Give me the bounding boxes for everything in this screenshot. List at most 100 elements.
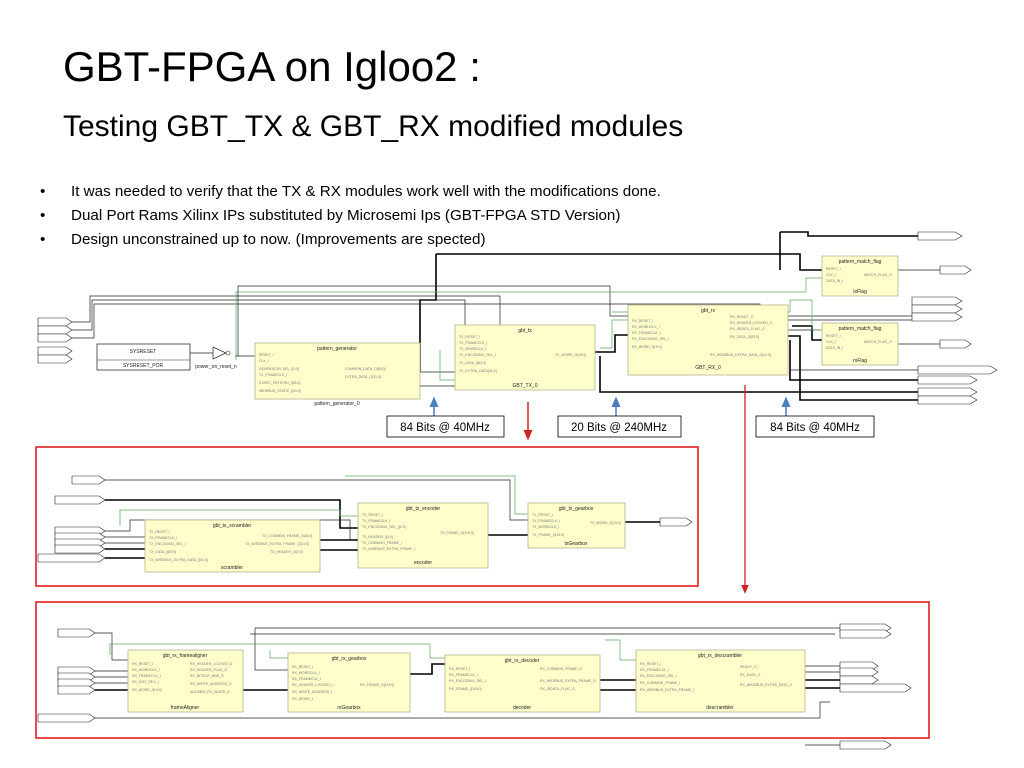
svg-text:TX_RESET_I: TX_RESET_I bbox=[459, 335, 480, 339]
sysreset-instance: SYSRESET_POR bbox=[123, 363, 164, 369]
svg-text:RX_ENCODING_SEL_I: RX_ENCODING_SEL_I bbox=[632, 337, 669, 341]
svg-text:TX_ENCODING_SEL_I[1:0]: TX_ENCODING_SEL_I[1:0] bbox=[362, 525, 406, 529]
svg-text:EXTRA_DATA_O[31:0]: EXTRA_DATA_O[31:0] bbox=[345, 375, 381, 379]
svg-text:RX_COMMON_FRAME_O: RX_COMMON_FRAME_O bbox=[540, 667, 582, 671]
tx-scrambler-block[interactable]: gbt_tx_scrambler scrambler TX_RESET_ITX_… bbox=[144, 519, 321, 573]
rate-label-middle: 20 Bits @ 240MHz bbox=[557, 415, 682, 438]
svg-text:RX_WORDCLK_I: RX_WORDCLK_I bbox=[292, 671, 320, 675]
rx-gearbox-block[interactable]: gbt_rx_gearbox rxGearbox RX_RESET_I RX_WO… bbox=[287, 652, 411, 713]
rx-descrambler-instance: descrambler bbox=[706, 705, 734, 711]
svg-text:RX_WIDEBUS_EXTRA_FRAME_O: RX_WIDEBUS_EXTRA_FRAME_O bbox=[540, 679, 596, 683]
svg-text:CLK_I: CLK_I bbox=[826, 273, 836, 277]
svg-text:RX_ISDATA_FLAG_O: RX_ISDATA_FLAG_O bbox=[540, 687, 575, 691]
svg-text:TX_WORDCLK_I: TX_WORDCLK_I bbox=[532, 525, 559, 529]
gbt-tx-title: gbt_tx bbox=[518, 328, 532, 334]
svg-text:TX_COMMON_FRAME_O[83:0]: TX_COMMON_FRAME_O[83:0] bbox=[262, 534, 312, 538]
rx-flag-block[interactable]: pattern_match_flag rxFlag RESET_ICLK_IDA… bbox=[821, 322, 899, 366]
svg-text:DATA_IN_I: DATA_IN_I bbox=[826, 346, 843, 350]
rx-framealigner-title: gbt_rx_framealigner bbox=[163, 653, 208, 659]
rx-decoder-title: gbt_rx_decoder bbox=[505, 658, 540, 664]
svg-text:RX_WRITE_ADDRESS_O: RX_WRITE_ADDRESS_O bbox=[190, 682, 232, 686]
tx-flag-block[interactable]: pattern_match_flag txFlag RESET_ICLK_IDA… bbox=[821, 255, 899, 297]
svg-text:RX_RESET_I: RX_RESET_I bbox=[640, 662, 661, 666]
input-ports bbox=[37, 317, 73, 364]
svg-text:RX_FRAMECLK_I: RX_FRAMECLK_I bbox=[132, 674, 161, 678]
rx-framealigner-block[interactable]: gbt_rx_framealigner frameAligner RX_RESE… bbox=[127, 649, 244, 713]
svg-text:RX_WORD_I[19:0]: RX_WORD_I[19:0] bbox=[132, 688, 162, 692]
rate-label-left: 84 Bits @ 40MHz bbox=[386, 415, 505, 438]
svg-text:TX_FRAMECLK_I: TX_FRAMECLK_I bbox=[532, 519, 560, 523]
tx-encoder-title: gbt_tx_encoder bbox=[406, 506, 441, 512]
svg-text:RX_COMMON_FRAME_I: RX_COMMON_FRAME_I bbox=[640, 681, 680, 685]
pattern-generator-title: pattern_generator bbox=[317, 346, 357, 352]
bullet-item: • Dual Port Rams Xilinx IPs substituted b… bbox=[40, 206, 661, 230]
rate-label-left-text: 84 Bits @ 40MHz bbox=[400, 422, 490, 434]
svg-text:TX_RESET_I: TX_RESET_I bbox=[149, 530, 170, 534]
svg-text:TX_RESET_I: TX_RESET_I bbox=[532, 513, 553, 517]
svg-text:RX_RESET_I: RX_RESET_I bbox=[292, 665, 313, 669]
svg-text:RX_FRAMECLK_I: RX_FRAMECLK_I bbox=[640, 668, 669, 672]
svg-text:TX_ENCODING_SEL_I: TX_ENCODING_SEL_I bbox=[459, 353, 496, 357]
rx-flag-instance: rxFlag bbox=[853, 358, 867, 364]
power-on-reset-instance: power_on_reset_n bbox=[195, 364, 237, 370]
svg-text:RX_FRAMECLK_I: RX_FRAMECLK_I bbox=[292, 677, 321, 681]
sysreset-title: SYSRESET bbox=[130, 349, 157, 355]
svg-text:RX_HEADER_LOCKED_I: RX_HEADER_LOCKED_I bbox=[292, 683, 333, 687]
tx-encoder-instance: encoder bbox=[414, 560, 432, 566]
pattern-generator-block[interactable]: pattern_generator pattern_generator_0 RE… bbox=[254, 342, 421, 407]
rx-decoder-block[interactable]: gbt_rx_decoder decoder RX_RESET_IRX_FRAM… bbox=[444, 654, 601, 713]
rx-descrambler-block[interactable]: gbt_rx_descrambler descrambler RX_RESET_… bbox=[635, 649, 806, 713]
svg-text:ALIGNED_RX_WORD_O: ALIGNED_RX_WORD_O bbox=[190, 690, 230, 694]
bullet-dot: • bbox=[40, 207, 46, 224]
svg-text:RX_ISDATA_FLAG_O: RX_ISDATA_FLAG_O bbox=[730, 327, 765, 331]
tx-flag-instance: txFlag bbox=[853, 289, 867, 295]
gbt-rx-title: gbt_rx bbox=[701, 308, 715, 314]
sysreset-block[interactable]: SYSRESET SYSRESET_POR bbox=[96, 343, 191, 371]
svg-text:RX_HEADER_FLAG_O: RX_HEADER_FLAG_O bbox=[190, 668, 227, 672]
svg-text:RX_RESET_I: RX_RESET_I bbox=[132, 662, 153, 666]
svg-text:TX_WORDCLK_I: TX_WORDCLK_I bbox=[459, 347, 486, 351]
svg-text:RX_HEADER_LOCKED_O: RX_HEADER_LOCKED_O bbox=[190, 662, 233, 666]
svg-text:CLK_I: CLK_I bbox=[826, 340, 836, 344]
svg-text:RX_MGT_RDY_I: RX_MGT_RDY_I bbox=[132, 680, 159, 684]
rx-framealigner-instance: frameAligner bbox=[171, 705, 200, 711]
svg-text:WIDEBUS_STATIC_I[31:0]: WIDEBUS_STATIC_I[31:0] bbox=[259, 389, 301, 393]
svg-text:RESET_I: RESET_I bbox=[826, 334, 841, 338]
svg-text:RX_WORD_I[19:0]: RX_WORD_I[19:0] bbox=[632, 345, 662, 349]
svg-text:TX_DATA_I[83:0]: TX_DATA_I[83:0] bbox=[459, 361, 486, 365]
svg-text:TX_DATA_I[83:0]: TX_DATA_I[83:0] bbox=[149, 550, 176, 554]
svg-text:RX_READY_O: RX_READY_O bbox=[730, 315, 754, 319]
svg-text:STATIC_PATTERN_I[83:0]: STATIC_PATTERN_I[83:0] bbox=[259, 381, 300, 385]
bullet-text: It was needed to verify that the TX & RX… bbox=[71, 183, 661, 200]
pattern-generator-instance: pattern_generator_0 bbox=[314, 401, 360, 407]
svg-text:GENERATOR_SEL_I[1:0]: GENERATOR_SEL_I[1:0] bbox=[259, 367, 299, 371]
tx-gearbox-block[interactable]: gbt_tx_gearbox txGearbox TX_RESET_ITX_FR… bbox=[527, 502, 626, 549]
svg-text:TX_FRAME_O[119:0]: TX_FRAME_O[119:0] bbox=[440, 531, 474, 535]
svg-text:TX_HEADER_I[3:0]: TX_HEADER_I[3:0] bbox=[362, 535, 393, 539]
rate-label-middle-text: 20 Bits @ 240MHz bbox=[571, 422, 667, 434]
svg-text:TX_WIDEBUS_EXTRA_FRAME_I: TX_WIDEBUS_EXTRA_FRAME_I bbox=[362, 547, 416, 551]
rx-gearbox-instance: rxGearbox bbox=[337, 705, 361, 711]
svg-text:RX_DATA_O: RX_DATA_O bbox=[740, 673, 761, 677]
svg-text:COMMON_DATA_O[83:0]: COMMON_DATA_O[83:0] bbox=[345, 367, 386, 371]
bullet-dot: • bbox=[40, 231, 46, 248]
svg-text:RX_WRITE_ADDRESS_I: RX_WRITE_ADDRESS_I bbox=[292, 690, 332, 694]
bullet-text: Dual Port Rams Xilinx IPs substituted by… bbox=[71, 207, 621, 224]
tx-scrambler-title: gbt_tx_scrambler bbox=[213, 523, 252, 529]
svg-text:RX_ENCODING_SEL_I: RX_ENCODING_SEL_I bbox=[449, 679, 486, 683]
power-on-reset-buffer[interactable]: power_on_reset_n bbox=[195, 346, 237, 370]
svg-text:RX_WORD_I: RX_WORD_I bbox=[292, 697, 313, 701]
svg-text:RX_FRAMECLK_I: RX_FRAMECLK_I bbox=[632, 331, 661, 335]
svg-text:TX_ENCODING_SEL_I: TX_ENCODING_SEL_I bbox=[149, 542, 186, 546]
svg-text:TX_FRAMECLK_I: TX_FRAMECLK_I bbox=[149, 536, 177, 540]
svg-text:TX_WIDEBUS_EXTRA_FRAME_O[31:0]: TX_WIDEBUS_EXTRA_FRAME_O[31:0] bbox=[245, 542, 309, 546]
svg-text:TX_WIDEBUS_EXTRA_DATA_I[31:0]: TX_WIDEBUS_EXTRA_DATA_I[31:0] bbox=[149, 558, 208, 562]
bullet-item: •Design unconstrained up to now. (Improv… bbox=[40, 230, 661, 254]
rx-gearbox-title: gbt_rx_gearbox bbox=[332, 656, 367, 662]
tx-encoder-block[interactable]: gbt_tx_encoder encoder TX_RESET_ITX_FRAM… bbox=[357, 502, 489, 569]
gbt-tx-block[interactable]: gbt_tx GBT_TX_0 TX_RESET_ITX_FRAMECLK_IT… bbox=[454, 324, 596, 391]
tx-gearbox-instance: txGearbox bbox=[564, 541, 588, 547]
gbt-rx-block[interactable]: gbt_rx GBT_RX_0 RX_RESET_IRX_WORDCLK_IRX… bbox=[627, 304, 789, 376]
svg-text:MATCH_FLAG_O: MATCH_FLAG_O bbox=[864, 340, 892, 344]
